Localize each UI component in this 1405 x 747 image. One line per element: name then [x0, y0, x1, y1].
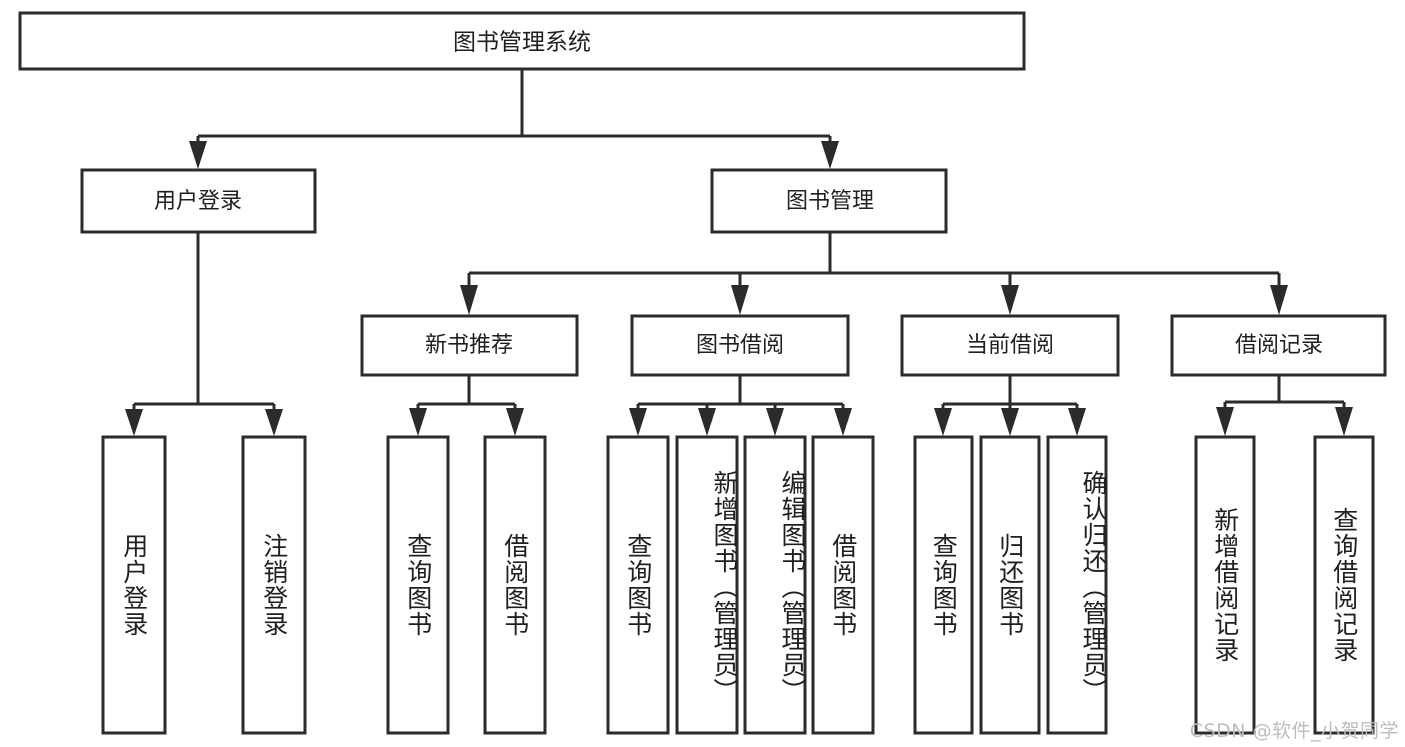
node-root[interactable]: 图书管理系统 — [18, 11, 1026, 71]
leaf-box-edit-book[interactable] — [743, 435, 807, 735]
root-label: 图书管理系统 — [453, 30, 591, 56]
node-user-login[interactable]: 用户登录 — [80, 168, 317, 234]
current-borrow-box[interactable] — [900, 314, 1120, 377]
node-new-book-rec[interactable]: 新书推荐 — [360, 314, 579, 377]
leaf-box-return-book[interactable] — [979, 435, 1041, 735]
user-login-label: 用户登录 — [154, 189, 242, 214]
root-box[interactable] — [18, 11, 1026, 71]
leaf-box-query-book-cb[interactable] — [913, 435, 974, 735]
arrow-head-leaf-add-book — [698, 408, 716, 436]
arrow-head-leaf-borrow-book-bb — [834, 408, 852, 436]
leaf-box-add-record[interactable] — [1194, 435, 1256, 735]
node-borrow-record[interactable]: 借阅记录 — [1170, 314, 1387, 377]
arrow-head-borrow-record — [1270, 285, 1288, 315]
book-borrow-label: 图书借阅 — [696, 333, 784, 358]
arrow-head-leaf-return-book — [1001, 408, 1019, 436]
leaf-box-borrow-book-bb[interactable] — [811, 435, 875, 735]
new-book-rec-box[interactable] — [360, 314, 579, 377]
leaf-box-query-record[interactable] — [1313, 435, 1375, 735]
leaf-box-confirm-return[interactable] — [1046, 435, 1108, 735]
arrow-head-current-borrow — [1001, 285, 1019, 315]
connectors-layer — [125, 69, 1353, 436]
leaf-box-query-book-bb[interactable] — [606, 435, 670, 735]
leaf-box-add-book[interactable] — [675, 435, 739, 735]
arrow-head-leaf-confirm-return — [1068, 408, 1086, 436]
arrow-head-new-book-rec — [460, 285, 478, 315]
node-book-borrow[interactable]: 图书借阅 — [630, 314, 850, 377]
arrow-head-leaf-query-record — [1335, 407, 1353, 436]
csdn-watermark: CSDN @软件_小贺同学 — [1189, 720, 1399, 742]
leaf-box-user-login[interactable] — [101, 435, 167, 735]
leaf-boxes-layer — [101, 435, 1375, 735]
node-current-borrow[interactable]: 当前借阅 — [900, 314, 1120, 377]
borrow-record-label: 借阅记录 — [1235, 333, 1323, 358]
arrow-head-leaf-borrow-book-rec — [506, 408, 524, 436]
current-borrow-label: 当前借阅 — [966, 333, 1054, 358]
arrow-head-leaf-add-record — [1216, 407, 1234, 436]
arrow-head-book-borrow — [731, 285, 749, 315]
arrow-head-leaf-query-book-cb — [934, 408, 952, 436]
book-manage-label: 图书管理 — [786, 189, 874, 214]
arrow-head-leaf-query-book-bb — [629, 408, 647, 436]
arrow-head-leaf-query-book-rec — [409, 408, 427, 436]
book-borrow-box[interactable] — [630, 314, 850, 377]
arrow-head-leaf-user-logout — [265, 409, 283, 436]
arrow-head-user-login — [189, 141, 207, 169]
arrow-head-book-manage — [821, 141, 839, 169]
user-login-box[interactable] — [80, 168, 317, 234]
leaf-box-borrow-book-rec[interactable] — [483, 435, 547, 735]
arrow-head-leaf-edit-book — [766, 408, 784, 436]
new-book-rec-label: 新书推荐 — [425, 333, 513, 358]
book-manage-box[interactable] — [710, 168, 948, 234]
arrow-head-leaf-user-login — [125, 409, 143, 436]
leaf-box-user-logout[interactable] — [241, 435, 307, 735]
borrow-record-box[interactable] — [1170, 314, 1387, 377]
leaf-box-query-book-rec[interactable] — [386, 435, 450, 735]
node-book-manage[interactable]: 图书管理 — [710, 168, 948, 234]
